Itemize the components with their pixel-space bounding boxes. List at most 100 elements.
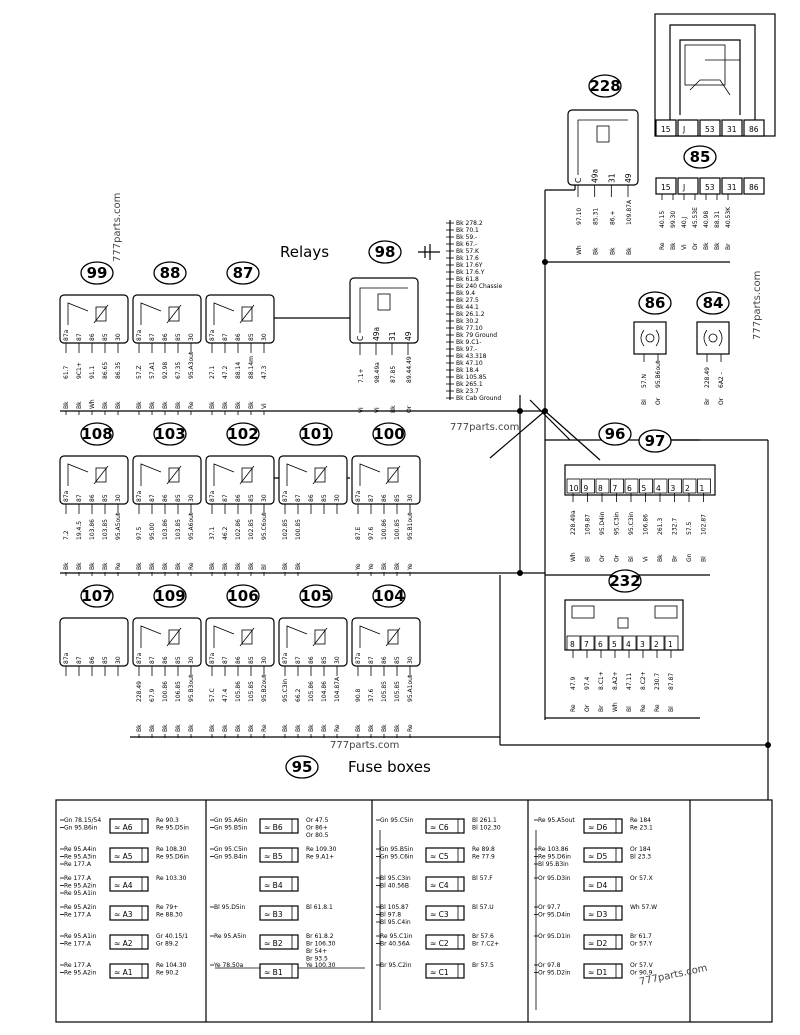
fuse-col-b-fuse-B5-out-0: Re 109.30 xyxy=(306,846,337,853)
fuse-col-d-fuse-D2 xyxy=(583,934,623,950)
relay-87-wire-3: 88.14m xyxy=(248,356,255,379)
relay-104-color-3: Bk xyxy=(394,724,401,732)
relay-98-pin-0: C xyxy=(356,336,365,341)
fuse-col-a-fuse-A2 xyxy=(109,934,149,950)
relay-88-pin-85: 85 xyxy=(175,333,182,341)
fuse-col-b-fuse-B6 xyxy=(259,818,299,834)
connector-232-color-5: Re xyxy=(640,704,647,712)
fuse-col-d-fuse-D3-label: ≈ D3 xyxy=(588,910,607,919)
relay-105-color-0: Bk xyxy=(282,724,289,732)
relay-99-wire-2: 91.1 xyxy=(89,365,96,379)
relay-106-number: 106 xyxy=(227,587,258,605)
relay-105-pin-86: 86 xyxy=(308,656,315,664)
fuse-col-c-fuse-C5-in-0: Gn 95.B5in xyxy=(380,846,414,853)
fuse-col-b-fuse-B1-out-0: Ye 100.30 xyxy=(305,962,336,969)
fuse-col-b-fuse-B5-label: ≈ B5 xyxy=(264,852,283,861)
relay-87-wire-1: 47.2 xyxy=(222,365,229,379)
relay-85-color-5: Bk xyxy=(714,242,721,250)
relay-228-number: 228 xyxy=(589,77,620,95)
fuse-col-a-fuse-A5 xyxy=(109,847,149,863)
relay-101-pin-30: 30 xyxy=(334,494,341,502)
relay-85-color-3: Or xyxy=(692,242,699,250)
relay-105-wire-4: 104.87A xyxy=(334,676,341,702)
fuse-col-a-fuse-A6 xyxy=(109,818,149,834)
relay-85-top-pin-3: 31 xyxy=(727,125,737,134)
relay-108-wire-3: 103.85 xyxy=(102,519,109,540)
relay-100-wire-2: 100.86 xyxy=(381,519,388,540)
connector-232-wire-0: 47.9 xyxy=(570,676,577,690)
relay-108-pin-87a: 87a xyxy=(63,490,70,502)
relay-100-pin-87a: 87a xyxy=(355,490,362,502)
ground-bus-10: Bk 9.4 xyxy=(456,290,475,297)
fuse-col-a-fuse-A3-in-0: Re 95.A2in xyxy=(64,904,97,911)
relay-88-pin-86: 86 xyxy=(162,333,169,341)
ground-bus-13: Bk 26.1.2 xyxy=(456,311,485,318)
fuse-col-a-fuse-A6-out-1: Re 95.D5in xyxy=(156,825,189,832)
relay-100-coil xyxy=(387,467,399,483)
ground-bus-1: Bk 70.1 xyxy=(456,227,479,234)
connector-84-wire-0: 228.49 xyxy=(704,367,711,388)
relay-105-wire-2: 105.86 xyxy=(308,681,315,702)
relay-85-color-6: Br xyxy=(725,243,732,250)
relay-88-number: 88 xyxy=(160,264,181,282)
relay-88-color-1: Bk xyxy=(149,401,156,409)
ground-bus-8: Bk 61.8 xyxy=(456,276,479,283)
relay-85-wire-3: 45.53E xyxy=(692,207,699,228)
fuse-col-b-fuse-B5-in-1: Gn 95.B4in xyxy=(214,854,248,861)
fuse-col-a-fuse-A6-in-1: Gn 95.B6in xyxy=(64,825,98,832)
fuse-col-b-fuse-B6-in-0: Gn 95.A6in xyxy=(214,817,247,824)
relay-228-color-1: Bk xyxy=(593,247,600,255)
connector-232-pin-5: 3 xyxy=(640,640,645,649)
relay-98-pin-1: 49a xyxy=(372,327,381,341)
fuse-col-a-fuse-A1-in-1: Re 95.A2in xyxy=(64,970,97,977)
relay-87-color-2: Bk xyxy=(235,401,242,409)
fuse-col-b-fuse-B3-in-0: Bl 95.D5in xyxy=(214,904,245,911)
fuse-col-b-fuse-B1 xyxy=(259,963,299,979)
relay-100-pin-85: 85 xyxy=(394,494,401,502)
ground-bus-23: Bk 265.1 xyxy=(456,381,483,388)
relay-85-pin-4: 86 xyxy=(749,183,759,192)
relay-88-wire-2: 92.98 xyxy=(162,362,169,379)
relay-108-number: 108 xyxy=(81,425,112,443)
relay-99-pin-87: 87 xyxy=(76,333,83,341)
ground-bus-22: Bk 105.85 xyxy=(456,374,487,381)
relay-102-pin-87a: 87a xyxy=(209,490,216,502)
relay-108-wire-0: 7.2 xyxy=(63,530,70,540)
fuse-col-d-fuse-D5-in-0: Re 103.86 xyxy=(538,846,569,853)
relay-88-pin-87a: 87a xyxy=(136,329,143,341)
fuse-col-b-fuse-B4-label: ≈ B4 xyxy=(264,881,283,890)
connector-96-wire-4: 95.C3in xyxy=(628,512,635,535)
fuse-col-b-fuse-B6-out-2: Or 80.5 xyxy=(306,832,329,839)
relay-109-wire-2: 100.86 xyxy=(162,681,169,702)
fuse-col-b-fuse-B2-label: ≈ B2 xyxy=(264,939,283,948)
relay-85-number: 85 xyxy=(690,148,711,166)
fuse-col-b-fuse-B2-out-2: Br 54+ xyxy=(306,948,327,955)
connector-96-color-3: Or xyxy=(614,554,621,562)
relay-108-circle xyxy=(80,422,114,446)
relay-98-circle xyxy=(368,240,402,264)
connector-86-color-0: Bl xyxy=(641,399,648,405)
relay-102-wire-0: 37.1 xyxy=(209,526,216,540)
relay-109-pin-85: 85 xyxy=(175,656,182,664)
connector-96-wire-7: 232.7 xyxy=(672,518,679,535)
ground-bus-4: Bk 57.K xyxy=(456,248,480,255)
fuse-col-a-fuse-A5-out-1: Re 95.D6in xyxy=(156,854,189,861)
fuse-col-a-fuse-A3-out-1: Re 88.30 xyxy=(156,912,183,919)
relay-105-wire-0: 95.C3in xyxy=(282,679,289,702)
fuse-col-b-fuse-B6-out-0: Or 47.5 xyxy=(306,817,329,824)
connector-232-pin-1: 7 xyxy=(584,640,589,649)
relay-101-color-1: Bk xyxy=(295,562,302,570)
relay-106-wire-3: 105.85 xyxy=(248,681,255,702)
relay-87-number: 87 xyxy=(233,264,254,282)
relay-106-color-4: Re xyxy=(261,724,268,732)
connector-232-pin-2: 6 xyxy=(598,640,603,649)
relay-85-top-pin-0: 15 xyxy=(661,125,671,134)
connector-232-color-1: Or xyxy=(584,704,591,712)
relay-99-pin-30: 30 xyxy=(115,333,122,341)
fuse-col-d-fuse-D5-out-0: Or 184 xyxy=(630,846,651,853)
relay-87-color-4: Vi xyxy=(261,403,268,409)
relay-100-circle xyxy=(372,422,406,446)
relay-99-wire-0: 61.7 xyxy=(63,365,70,379)
relay-85-wire-5: 88.31 xyxy=(714,211,721,228)
relay-98-pin-3: 49 xyxy=(404,331,413,341)
